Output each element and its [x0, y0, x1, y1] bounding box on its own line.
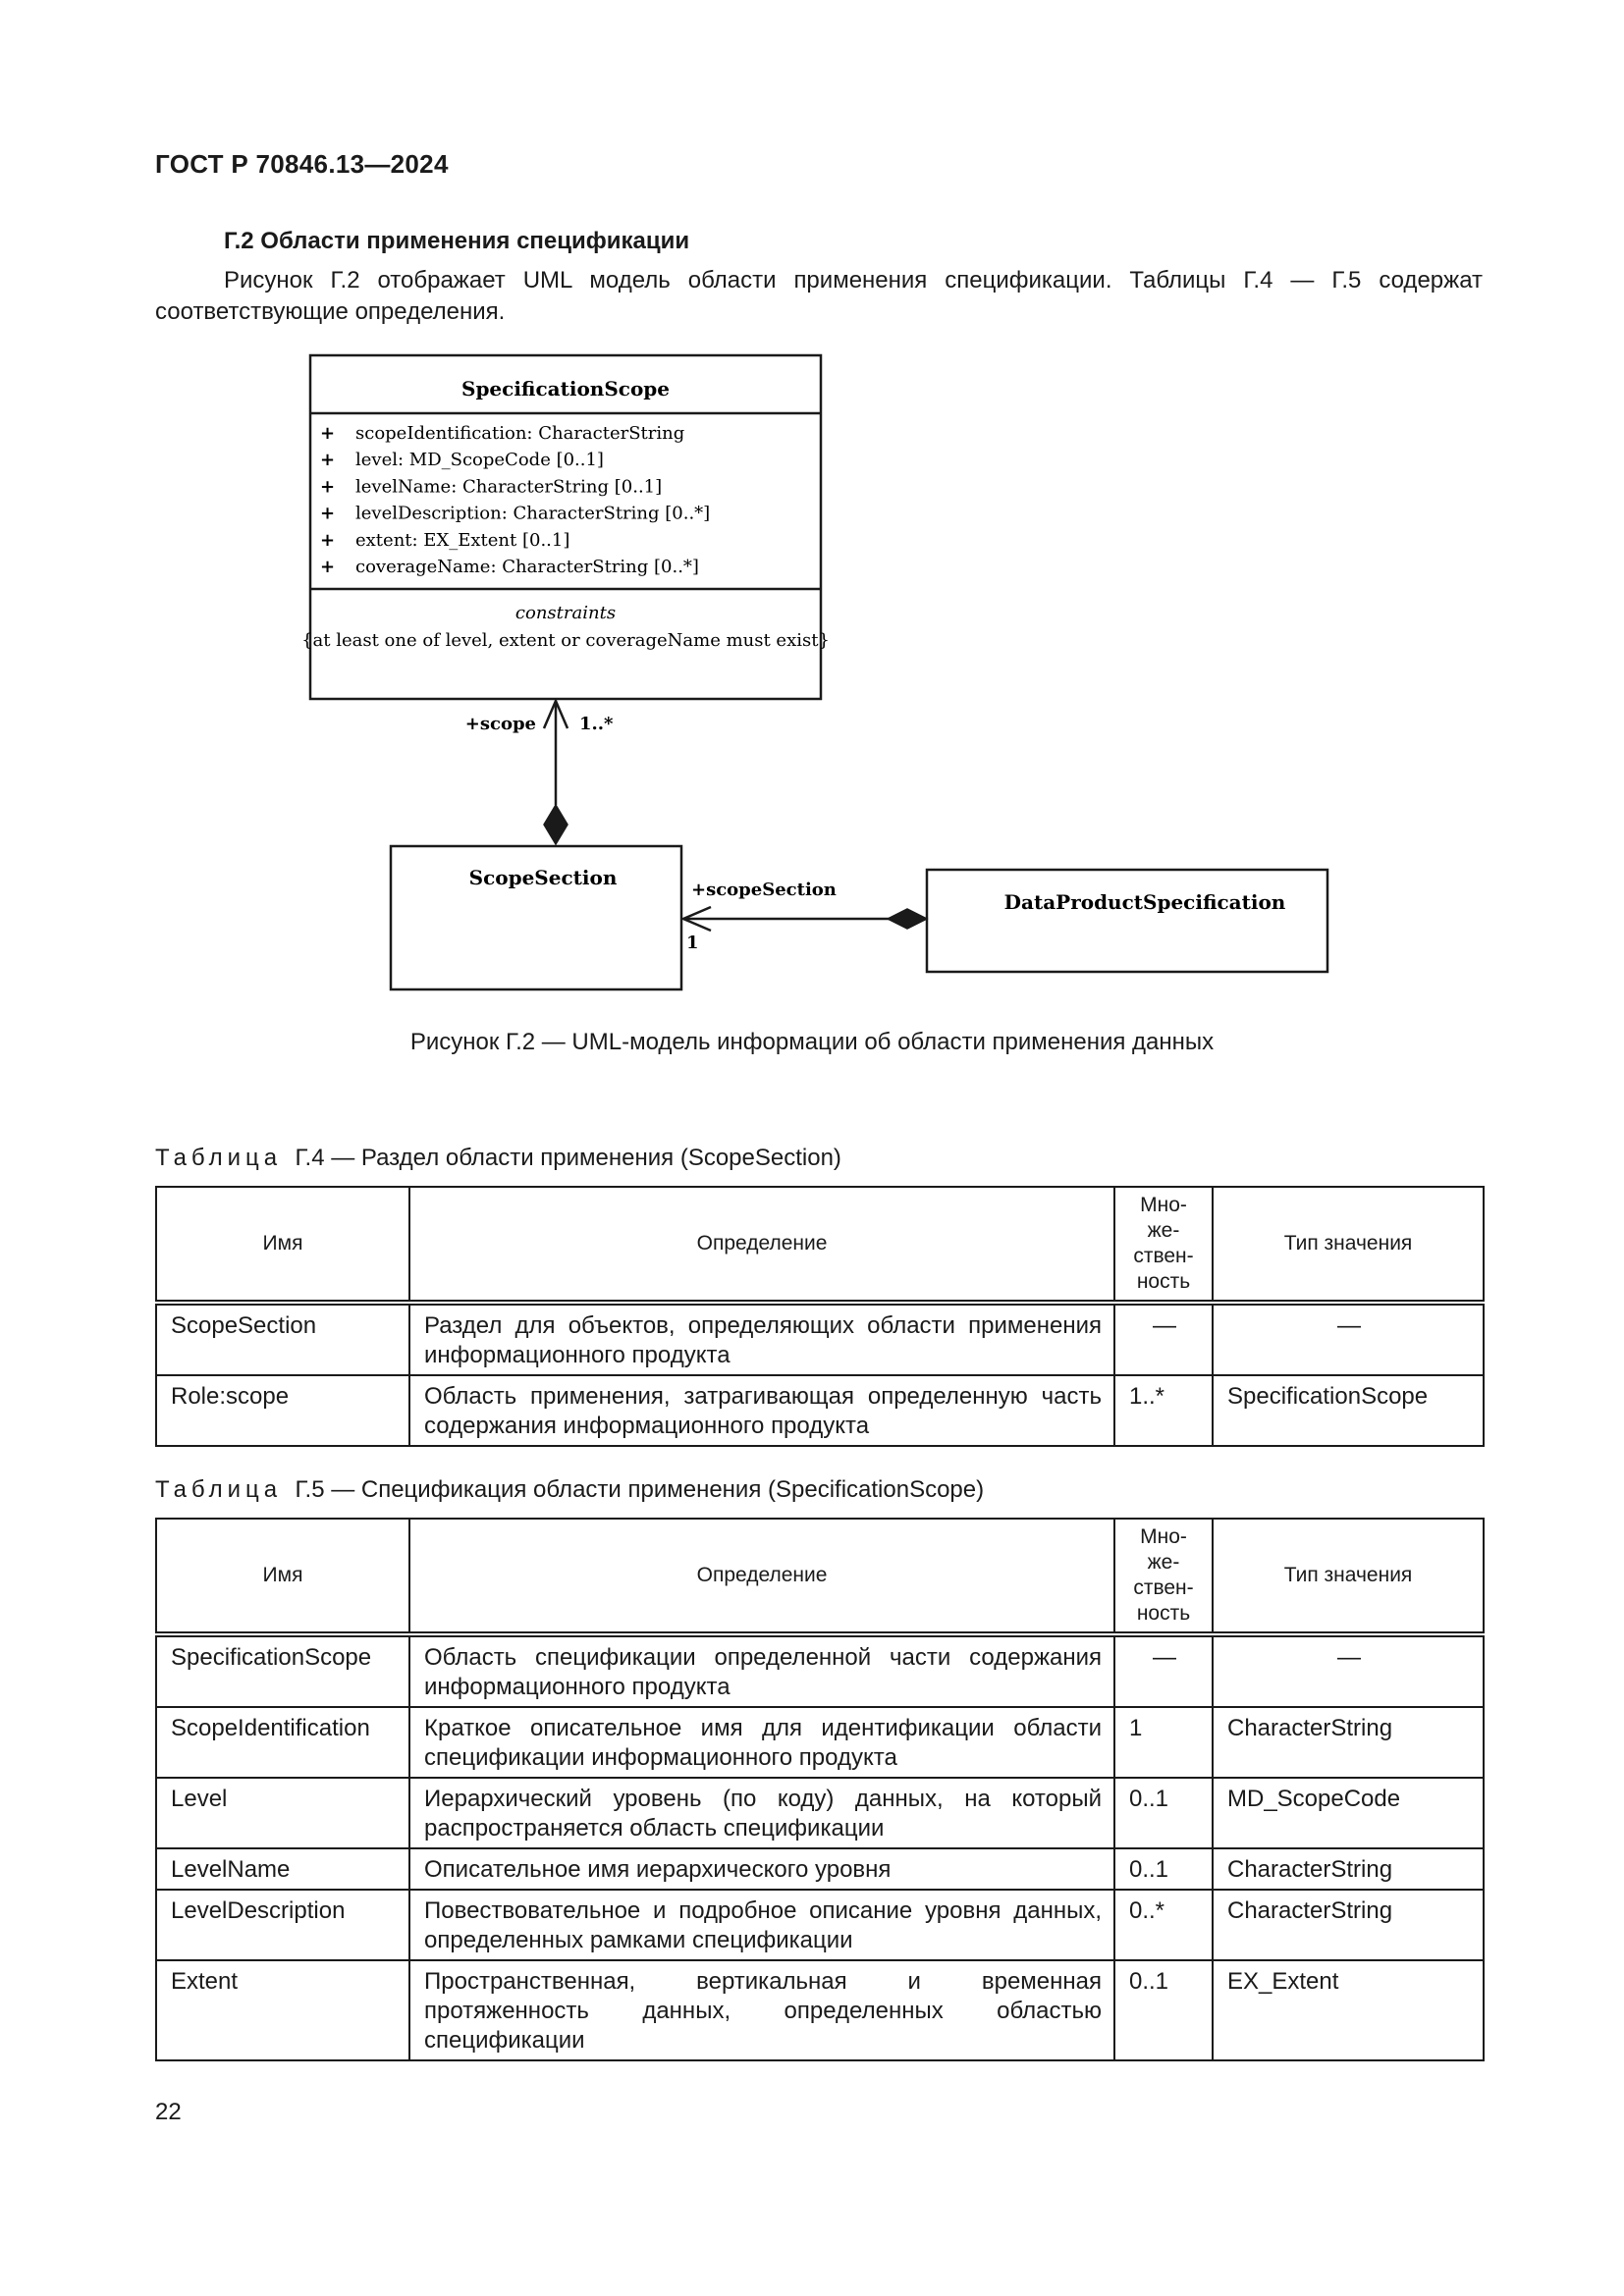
table4-header-cell: Имя — [155, 1186, 410, 1306]
attribute-visibility: + — [320, 530, 335, 551]
attribute-text: levelDescription: CharacterString [0..*] — [355, 504, 710, 524]
cell-value-type: SpecificationScope — [1212, 1374, 1485, 1447]
class-name-scope-section: ScopeSection — [469, 866, 618, 889]
attribute-text: extent: EX_Extent [0..1] — [355, 530, 569, 551]
class-name-data-product-specification: DataProductSpecification — [1004, 890, 1286, 914]
class-specification-scope: SpecificationScope + scopeIdentification:… — [301, 353, 830, 701]
table5-header-cell: Мно- же- ствен- ность — [1113, 1518, 1214, 1637]
attribute-visibility: + — [320, 504, 335, 524]
class-scope-section: ScopeSection — [389, 844, 683, 991]
cell-definition: Описательное имя иерархического уровня — [408, 1847, 1115, 1891]
figure-caption: Рисунок Г.2 — UML-модель информации об о… — [409, 1029, 1215, 1055]
cell-multiplicity: 1..* — [1113, 1374, 1214, 1447]
cell-multiplicity: — — [1113, 1302, 1214, 1376]
class-data-product-specification: DataProductSpecification — [925, 868, 1329, 974]
constraint-text: {at least one of level, extent or covera… — [301, 630, 830, 651]
table5-header-cell: Имя — [155, 1518, 410, 1637]
cell-definition: Область спецификации определенной части … — [408, 1633, 1115, 1708]
table4-header-cell: Мно- же- ствен- ность — [1113, 1186, 1214, 1306]
cell-value-type: CharacterString — [1212, 1706, 1485, 1779]
role-scope: +scope — [465, 714, 536, 734]
class-name-specification-scope: SpecificationScope — [461, 377, 670, 400]
table5-title: Г.5 — Спецификация области применения (S… — [295, 1476, 985, 1503]
cell-definition: Раздел для объектов, определяющих област… — [408, 1302, 1115, 1376]
cell-name: Level — [155, 1777, 410, 1849]
association-scope: +scope 1..* — [465, 697, 614, 846]
cell-multiplicity: 0..1 — [1113, 1777, 1214, 1849]
role-scope-section: +scopeSection — [691, 880, 837, 900]
cell-definition: Иерархический уровень (по коду) данных, … — [408, 1777, 1115, 1849]
attribute-visibility: + — [320, 450, 335, 470]
cell-multiplicity: — — [1113, 1633, 1214, 1708]
multiplicity-scope-section: 1 — [686, 933, 699, 953]
table5-caption: Таблица Г.5 — Спецификация области приме… — [155, 1476, 984, 1504]
table5-header-cell: Определение — [408, 1518, 1115, 1637]
multiplicity-scope: 1..* — [579, 714, 614, 734]
cell-name: Extent — [155, 1959, 410, 2061]
cell-value-type: CharacterString — [1212, 1889, 1485, 1961]
table5-header-cell: Тип значения — [1212, 1518, 1485, 1637]
section-title: Г.2 Области применения спецификации — [224, 228, 690, 254]
cell-name: SpecificationScope — [155, 1633, 410, 1708]
association-scope-section: +scopeSection 1 — [679, 880, 929, 953]
cell-value-type: EX_Extent — [1212, 1959, 1485, 2061]
table4-label: Таблица — [155, 1145, 283, 1171]
table4-header-cell: Определение — [408, 1186, 1115, 1306]
cell-multiplicity: 0..1 — [1113, 1847, 1214, 1891]
page-number: 22 — [155, 2099, 182, 2125]
uml-diagram: SpecificationScope + scopeIdentification:… — [301, 353, 1329, 991]
composition-diamond-scope — [543, 803, 568, 846]
attribute-text: scopeIdentification: CharacterString — [355, 423, 684, 444]
cell-name: LevelName — [155, 1847, 410, 1891]
cell-definition: Область применения, затрагивающая опреде… — [408, 1374, 1115, 1447]
constraints-label: constraints — [515, 603, 616, 623]
document-code: ГОСТ Р 70846.13—2024 — [155, 149, 449, 179]
cell-name: Role:scope — [155, 1374, 410, 1447]
intro-paragraph: Рисунок Г.2 отображает UML модель област… — [155, 267, 1483, 325]
cell-multiplicity: 0..* — [1113, 1889, 1214, 1961]
table5-label: Таблица — [155, 1476, 283, 1503]
cell-value-type: — — [1212, 1302, 1485, 1376]
cell-multiplicity: 1 — [1113, 1706, 1214, 1779]
cell-name: ScopeSection — [155, 1302, 410, 1376]
cell-multiplicity: 0..1 — [1113, 1959, 1214, 2061]
attribute-text: levelName: CharacterString [0..1] — [355, 476, 662, 497]
cell-value-type: — — [1212, 1633, 1485, 1708]
attribute-text: level: MD_ScopeCode [0..1] — [355, 450, 604, 470]
composition-diamond-scope-section — [886, 908, 929, 930]
table4-title: Г.4 — Раздел области применения (ScopeSe… — [295, 1145, 841, 1171]
attribute-text: coverageName: CharacterString [0..*] — [355, 557, 699, 577]
cell-name: ScopeIdentification — [155, 1706, 410, 1779]
table4-caption: Таблица Г.4 — Раздел области применения … — [155, 1145, 841, 1172]
attribute-visibility: + — [320, 476, 335, 497]
cell-value-type: CharacterString — [1212, 1847, 1485, 1891]
attribute-visibility: + — [320, 557, 335, 577]
attribute-list: + scopeIdentification: CharacterString + le… — [320, 423, 710, 577]
cell-value-type: MD_ScopeCode — [1212, 1777, 1485, 1849]
table4-header-cell: Тип значения — [1212, 1186, 1485, 1306]
cell-definition: Краткое описательное имя для идентификац… — [408, 1706, 1115, 1779]
attribute-visibility: + — [320, 423, 335, 444]
cell-name: LevelDescription — [155, 1889, 410, 1961]
cell-definition: Пространственная, вертикальная и временн… — [408, 1959, 1115, 2061]
cell-definition: Повествовательное и подробное описание у… — [408, 1889, 1115, 1961]
